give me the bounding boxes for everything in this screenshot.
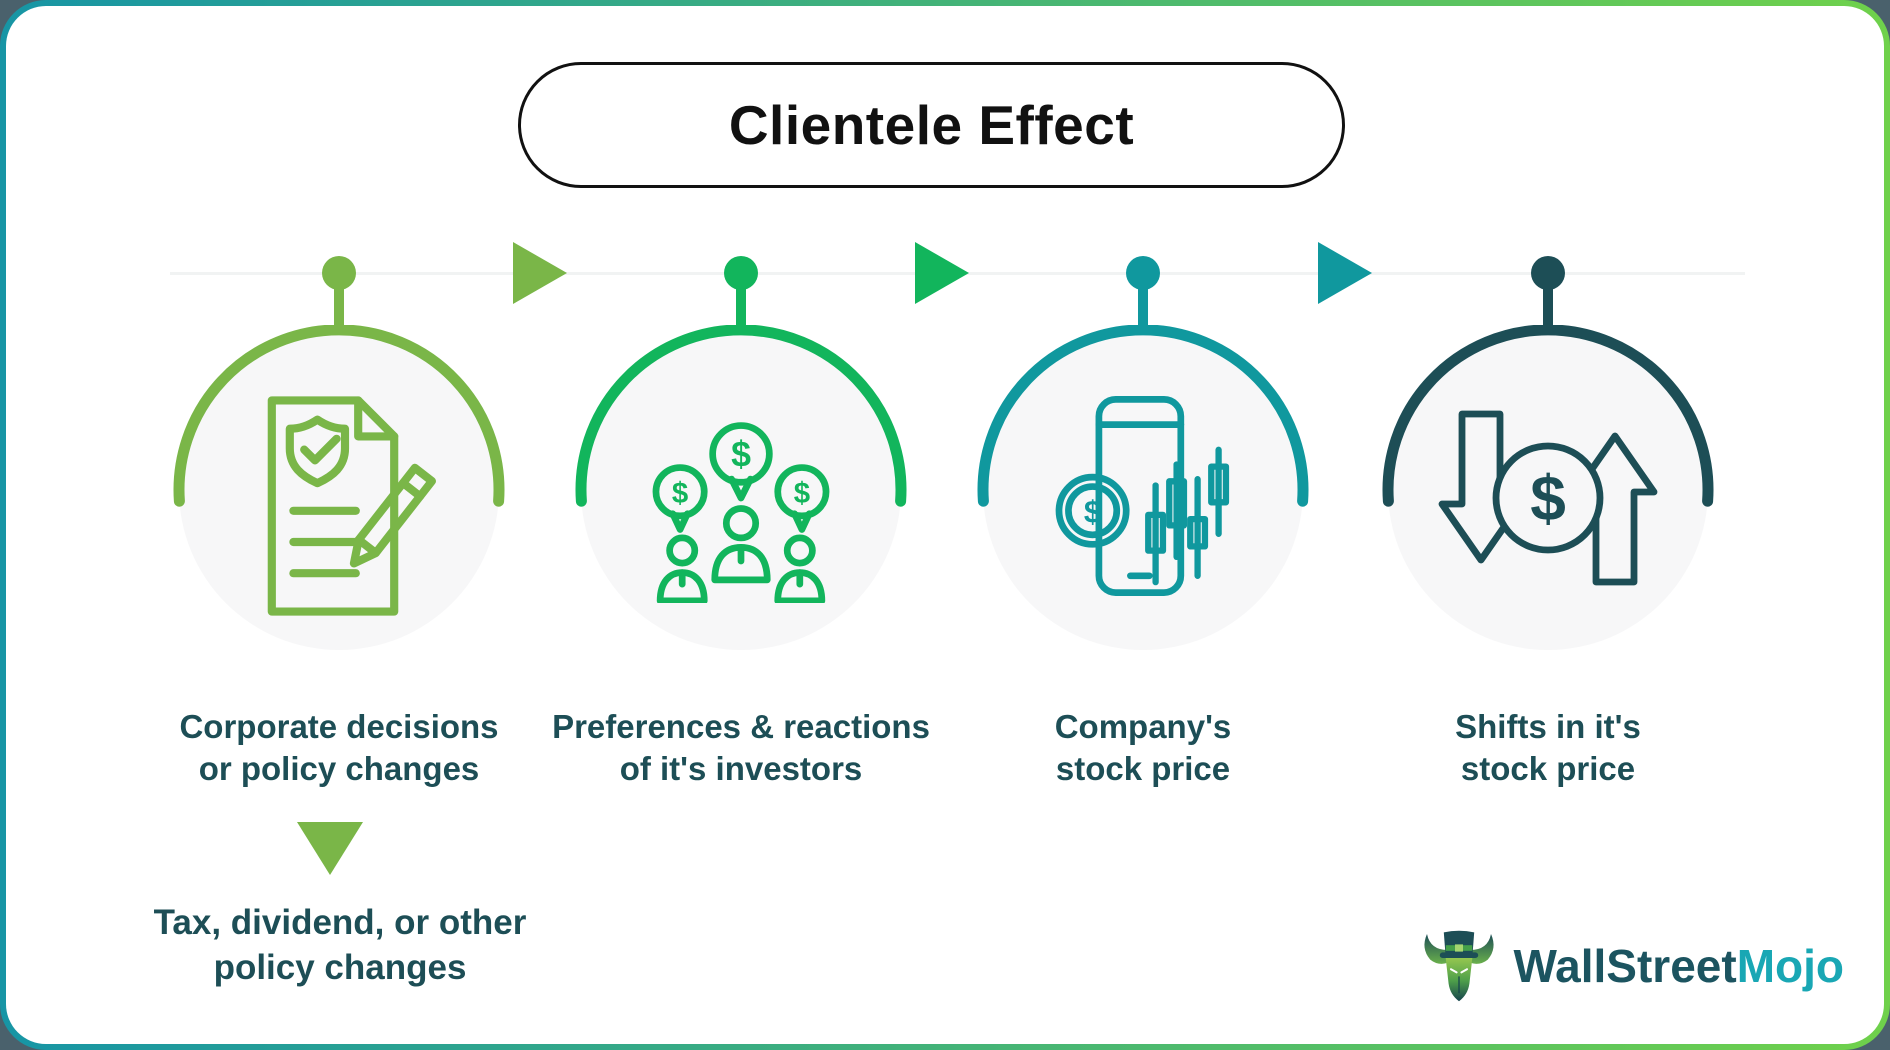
policy-document-icon (267, 396, 436, 616)
dollar-symbol: $ (731, 435, 751, 475)
stage-label-line1: Company's (1054, 708, 1232, 745)
stage-corporate-decisions: Corporate decisions or policy changes (109, 6, 569, 826)
callout-text: Tax, dividend, or other policy changes (100, 900, 580, 990)
callout-line2: policy changes (213, 948, 467, 987)
brand-wordmark: WallStreetMojo (1513, 939, 1844, 993)
stage-label: Corporate decisions or policy changes (109, 706, 569, 790)
dollar-symbol: $ (672, 477, 688, 510)
stage-label-line2: stock price (1460, 750, 1636, 787)
connector-arrow-icon (513, 242, 567, 304)
brand-part2: Mojo (1736, 940, 1844, 992)
brand-logo: WallStreetMojo (1417, 926, 1844, 1006)
timeline-stem (334, 272, 344, 332)
stage-label: Preferences & reactions of it's investor… (511, 706, 971, 790)
title-pill: Clientele Effect (518, 62, 1345, 188)
stage-stock-price-shift: $ Shifts in it's stock price (1318, 6, 1778, 826)
connector-arrow-icon (915, 242, 969, 304)
shift-arrows-icon: $ (1438, 410, 1658, 586)
stock-phone-icon: $ (1055, 396, 1230, 596)
down-arrow-icon (297, 822, 363, 875)
stage-label-line2: or policy changes (198, 750, 480, 787)
callout-line1: Tax, dividend, or other (153, 903, 527, 942)
stage-label-line1: Shifts in it's (1455, 708, 1641, 745)
dollar-symbol: $ (1084, 493, 1102, 529)
stage-label: Shifts in it's stock price (1318, 706, 1778, 790)
stage-company-stock-price: $ Company's stock price (913, 6, 1373, 826)
stage-label-line1: Corporate decisions (179, 708, 499, 745)
connector-arrow-icon (1318, 242, 1372, 304)
investors-icon: $ $ $ (652, 422, 830, 603)
stage-circle (977, 325, 1309, 650)
dollar-symbol: $ (1530, 462, 1566, 534)
page-title: Clientele Effect (728, 94, 1135, 156)
stage-investor-preferences: $ $ $ Preferences & reactions of it's in… (511, 6, 971, 826)
infographic-card: Clientele Effect (6, 6, 1884, 1044)
stage-label-line2: stock price (1055, 750, 1231, 787)
timeline-stem (736, 272, 746, 332)
stage-label-line1: Preferences & reactions (552, 708, 930, 745)
stage-circle (575, 325, 907, 650)
stage-label: Company's stock price (913, 706, 1373, 790)
bull-mascot-icon (1424, 930, 1495, 1002)
brand-part1: WallStreet (1513, 940, 1737, 992)
timeline-stem (1138, 272, 1148, 332)
stage-label-line2: of it's investors (619, 750, 863, 787)
timeline-stem (1543, 272, 1553, 332)
dollar-symbol: $ (794, 477, 810, 510)
stage-circle (173, 325, 505, 650)
